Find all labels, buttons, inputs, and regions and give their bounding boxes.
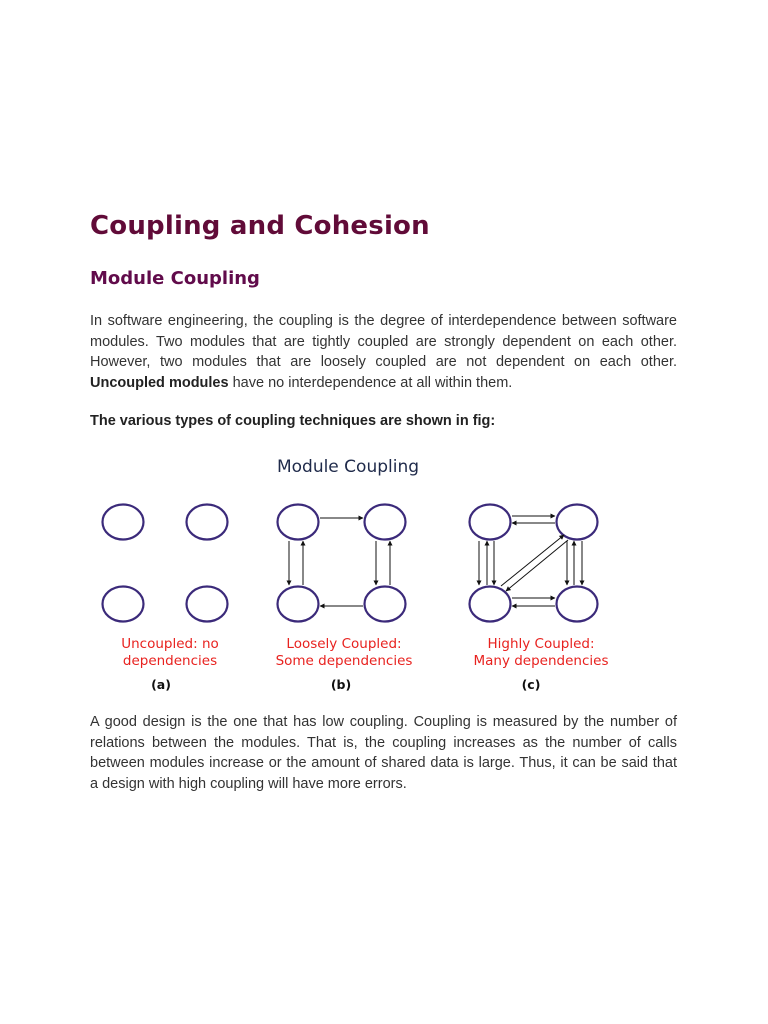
module-node <box>101 503 145 541</box>
panel-c-letter: (c) <box>522 677 541 692</box>
dependency-arrow <box>505 539 569 592</box>
panel-b-label-line1: Loosely Coupled: <box>286 636 401 652</box>
panel-a-label-line1: Uncoupled: no <box>121 636 219 652</box>
diagram-title: Module Coupling <box>277 457 419 477</box>
section-heading: Module Coupling <box>90 268 260 289</box>
module-node <box>363 585 407 623</box>
module-node <box>468 585 512 623</box>
module-node <box>276 585 320 623</box>
panel-c-label-line2: Many dependencies <box>473 653 608 669</box>
figure-caption: The various types of coupling techniques… <box>90 413 496 429</box>
dependency-arrow <box>500 534 565 587</box>
module-coupling-figure: Module Coupling <box>90 445 630 700</box>
panel-a-label-line2: dependencies <box>123 653 217 669</box>
panel-b-label-line2: Some dependencies <box>276 653 413 669</box>
page-title: Coupling and Cohesion <box>90 211 430 241</box>
module-node <box>555 503 599 541</box>
panel-highly-coupled <box>468 503 599 623</box>
coupling-explanation-paragraph: A good design is the one that has low co… <box>90 714 677 793</box>
module-node <box>185 585 229 623</box>
panel-uncoupled <box>101 503 229 623</box>
intro-text-1: In software engineering, the coupling is… <box>90 313 677 371</box>
intro-text-2: have no interdependence at all within th… <box>228 375 513 392</box>
module-node <box>276 503 320 541</box>
intro-paragraph: In software engineering, the coupling is… <box>90 311 677 394</box>
panel-b-letter: (b) <box>331 677 351 692</box>
module-coupling-diagram: Module Coupling <box>101 457 609 692</box>
module-node <box>555 585 599 623</box>
panel-a-letter: (a) <box>151 677 171 692</box>
module-node <box>185 503 229 541</box>
module-node <box>363 503 407 541</box>
module-node <box>468 503 512 541</box>
module-node <box>101 585 145 623</box>
panel-c-label-line1: Highly Coupled: <box>487 636 594 652</box>
intro-bold-term: Uncoupled modules <box>90 375 229 392</box>
panel-loosely-coupled <box>276 503 407 623</box>
